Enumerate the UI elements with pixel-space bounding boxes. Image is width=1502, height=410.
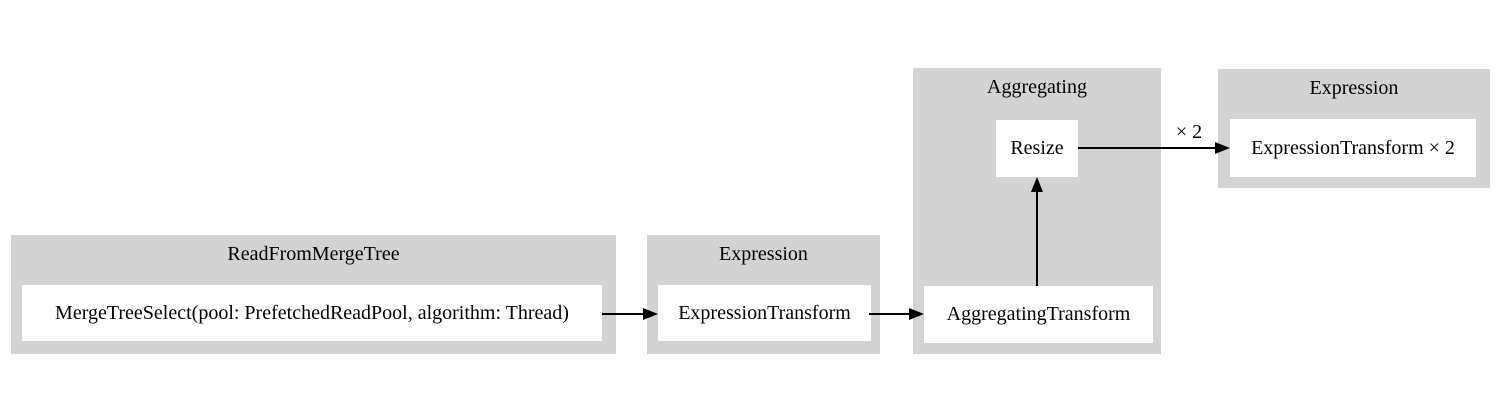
- edge-expressiontransform-to-aggregatingtransform: [869, 313, 910, 315]
- edge-multiplicity-label: × 2: [1175, 121, 1203, 143]
- node-expressiontransform-label: ExpressionTransform: [678, 301, 851, 324]
- node-mergetreeselect: MergeTreeSelect(pool: PrefetchedReadPool…: [22, 285, 602, 341]
- node-mergetreeselect-label: MergeTreeSelect(pool: PrefetchedReadPool…: [55, 301, 569, 324]
- arrowhead-right-icon: [909, 308, 924, 320]
- node-expressiontransform-x2: ExpressionTransform × 2: [1230, 119, 1476, 177]
- edge-resize-to-expressiontransform-x2: [1078, 147, 1216, 149]
- node-aggregatingtransform-label: AggregatingTransform: [946, 303, 1131, 325]
- node-expressiontransform: ExpressionTransform: [658, 285, 871, 341]
- arrowhead-right-icon: [643, 308, 658, 320]
- cluster-readfrommergetree-label: ReadFromMergeTree: [227, 243, 400, 265]
- cluster-expression-1-label: Expression: [719, 243, 808, 265]
- cluster-aggregating-label: Aggregating: [987, 76, 1087, 98]
- cluster-expression-2-label: Expression: [1309, 77, 1399, 99]
- node-resize: Resize: [996, 120, 1078, 177]
- edge-aggregatingtransform-to-resize: [1036, 191, 1038, 286]
- edge-mergetreeselect-to-expressiontransform: [602, 313, 644, 315]
- node-expressiontransform-x2-label: ExpressionTransform × 2: [1251, 136, 1455, 159]
- arrowhead-up-icon: [1031, 177, 1043, 192]
- arrowhead-right-icon: [1215, 142, 1230, 154]
- node-resize-label: Resize: [1010, 137, 1064, 159]
- node-aggregatingtransform: AggregatingTransform: [924, 286, 1153, 343]
